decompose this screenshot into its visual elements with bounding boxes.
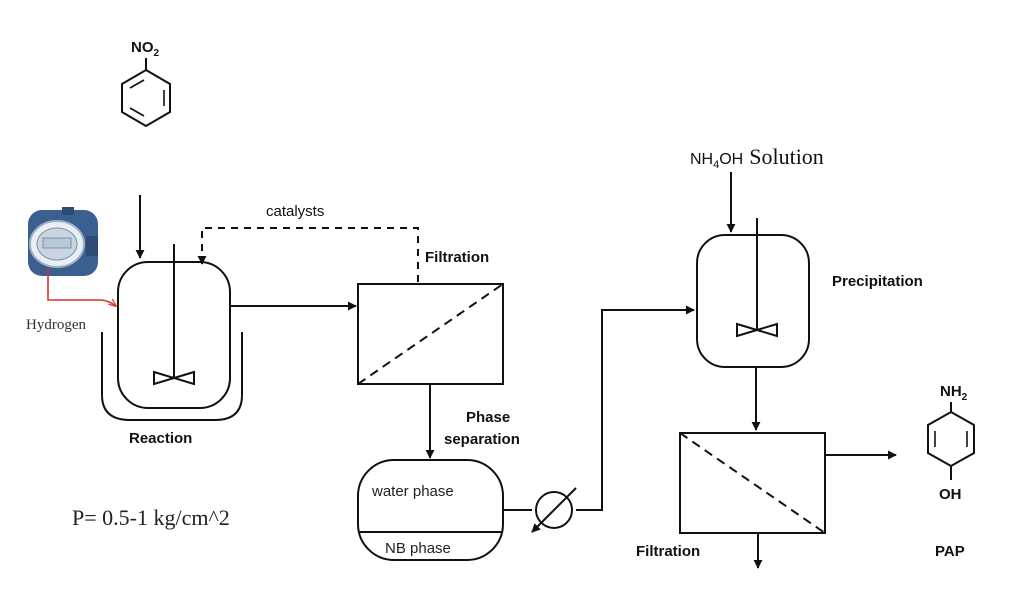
pressure-label: P= 0.5-1 kg/cm^2 <box>72 505 230 530</box>
nitro-label: NO2 <box>131 39 160 59</box>
precipitation-label: Precipitation <box>832 273 923 290</box>
catalysts-label: catalysts <box>266 203 324 220</box>
hydroxyl-label: OH <box>939 486 962 503</box>
hydrogen-label: Hydrogen <box>26 317 86 333</box>
pap-label: PAP <box>935 543 965 560</box>
hydrogen-gauge-icon <box>28 207 98 276</box>
filtration-bottom-label: Filtration <box>636 543 700 560</box>
water-phase-label: water phase <box>371 483 454 500</box>
reactor-vessel <box>101 244 243 421</box>
separator-to-precipitation-line <box>503 310 694 511</box>
precipitation-vessel <box>696 218 810 368</box>
phase-label-line1: Phase <box>466 409 510 426</box>
nitrobenzene-structure: NO2 <box>121 39 171 128</box>
amine-label: NH2 <box>940 383 968 403</box>
filtration-top-label: Filtration <box>425 249 489 266</box>
catalyst-recycle-line <box>197 227 419 282</box>
heat-exchanger-icon <box>531 487 577 533</box>
phase-label-line2: separation <box>444 431 520 448</box>
nb-phase-label: NB phase <box>385 540 451 557</box>
filtration-unit-top <box>357 283 504 385</box>
reaction-label: Reaction <box>129 430 192 447</box>
pap-structure: NH2 OH <box>927 383 975 503</box>
filtration-unit-bottom <box>679 432 826 534</box>
hydrogen-feed-line <box>47 268 116 306</box>
